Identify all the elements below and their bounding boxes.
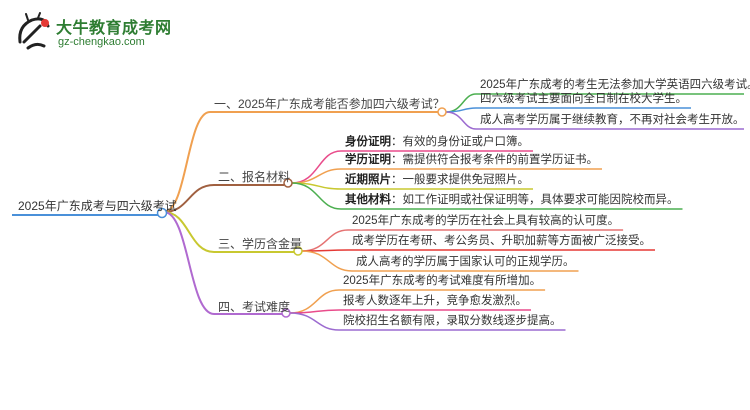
leaf-label: 身份证明：有效的身份证或户口簿。 bbox=[345, 136, 529, 148]
root-node-dot bbox=[156, 207, 168, 219]
brand-logo: 大牛教育成考网 gz-chengkao.com bbox=[14, 12, 184, 58]
leaf-label: 2025年广东成考的考试难度有所增加。 bbox=[343, 275, 542, 287]
leaf-connector bbox=[445, 93, 477, 113]
leaf-label: 报考人数逐年上升，竞争愈发激烈。 bbox=[343, 295, 527, 307]
leaf-label: 近期照片：一般要求提供免冠照片。 bbox=[345, 174, 529, 186]
branch-node-dot bbox=[437, 107, 447, 117]
leaf-connector bbox=[445, 111, 477, 130]
leaf-label: 成人高考学历属于继续教育，不再对社会考生开放。 bbox=[480, 114, 745, 126]
branch-label-3: 三、学历含金量 bbox=[218, 237, 303, 251]
leaf-label: 四六级考试主要面向全日制在校大学生。 bbox=[480, 93, 687, 105]
leaf-label: 院校招生名额有限，录取分数线逐步提高。 bbox=[343, 315, 562, 327]
leaf-label: 2025年广东成考的考生无法参加大学英语四六级考试。 bbox=[480, 79, 750, 91]
branch-label-1: 一、2025年广东成考能否参加四六级考试？ bbox=[214, 97, 445, 111]
brand-mark-icon bbox=[18, 12, 50, 50]
branch-node-dot bbox=[293, 246, 303, 256]
branch-connector bbox=[163, 111, 211, 213]
leaf-label: 成人高考的学历属于国家认可的正规学历。 bbox=[356, 256, 575, 268]
leaf-connector bbox=[291, 150, 342, 184]
leaf-label: 学历证明：需提供符合报考条件的前置学历证书。 bbox=[345, 154, 598, 166]
branch-node-dot bbox=[281, 308, 291, 318]
leaf-connector bbox=[301, 250, 353, 272]
branch-label-4: 四、考试难度 bbox=[218, 300, 291, 314]
branch-connector bbox=[163, 184, 215, 213]
leaf-connector bbox=[289, 309, 340, 314]
leaf-label: 2025年广东成考的学历在社会上具有较高的认可度。 bbox=[352, 215, 620, 227]
leaf-label: 成考学历在考研、考公务员、升职加薪等方面被广泛接受。 bbox=[352, 235, 651, 247]
branch-node-dot bbox=[283, 178, 293, 188]
leaf-connector bbox=[289, 312, 340, 331]
brand-name: 大牛教育成考网 bbox=[56, 20, 172, 37]
leaf-label: 其他材料：如工作证明或社保证明等，具体要求可能因院校而异。 bbox=[345, 194, 679, 206]
branch-connector bbox=[163, 211, 215, 253]
branch-connector bbox=[163, 211, 215, 315]
branch-label-2: 二、报名材料 bbox=[218, 170, 291, 184]
leaf-connector bbox=[291, 182, 342, 210]
leaf-connector bbox=[445, 107, 477, 113]
brand-url: gz-chengkao.com bbox=[58, 36, 145, 48]
root-node-label: 2025年广东成考与四六级考试 bbox=[18, 199, 177, 213]
leaf-connector bbox=[291, 168, 342, 184]
leaf-connector bbox=[301, 229, 349, 252]
